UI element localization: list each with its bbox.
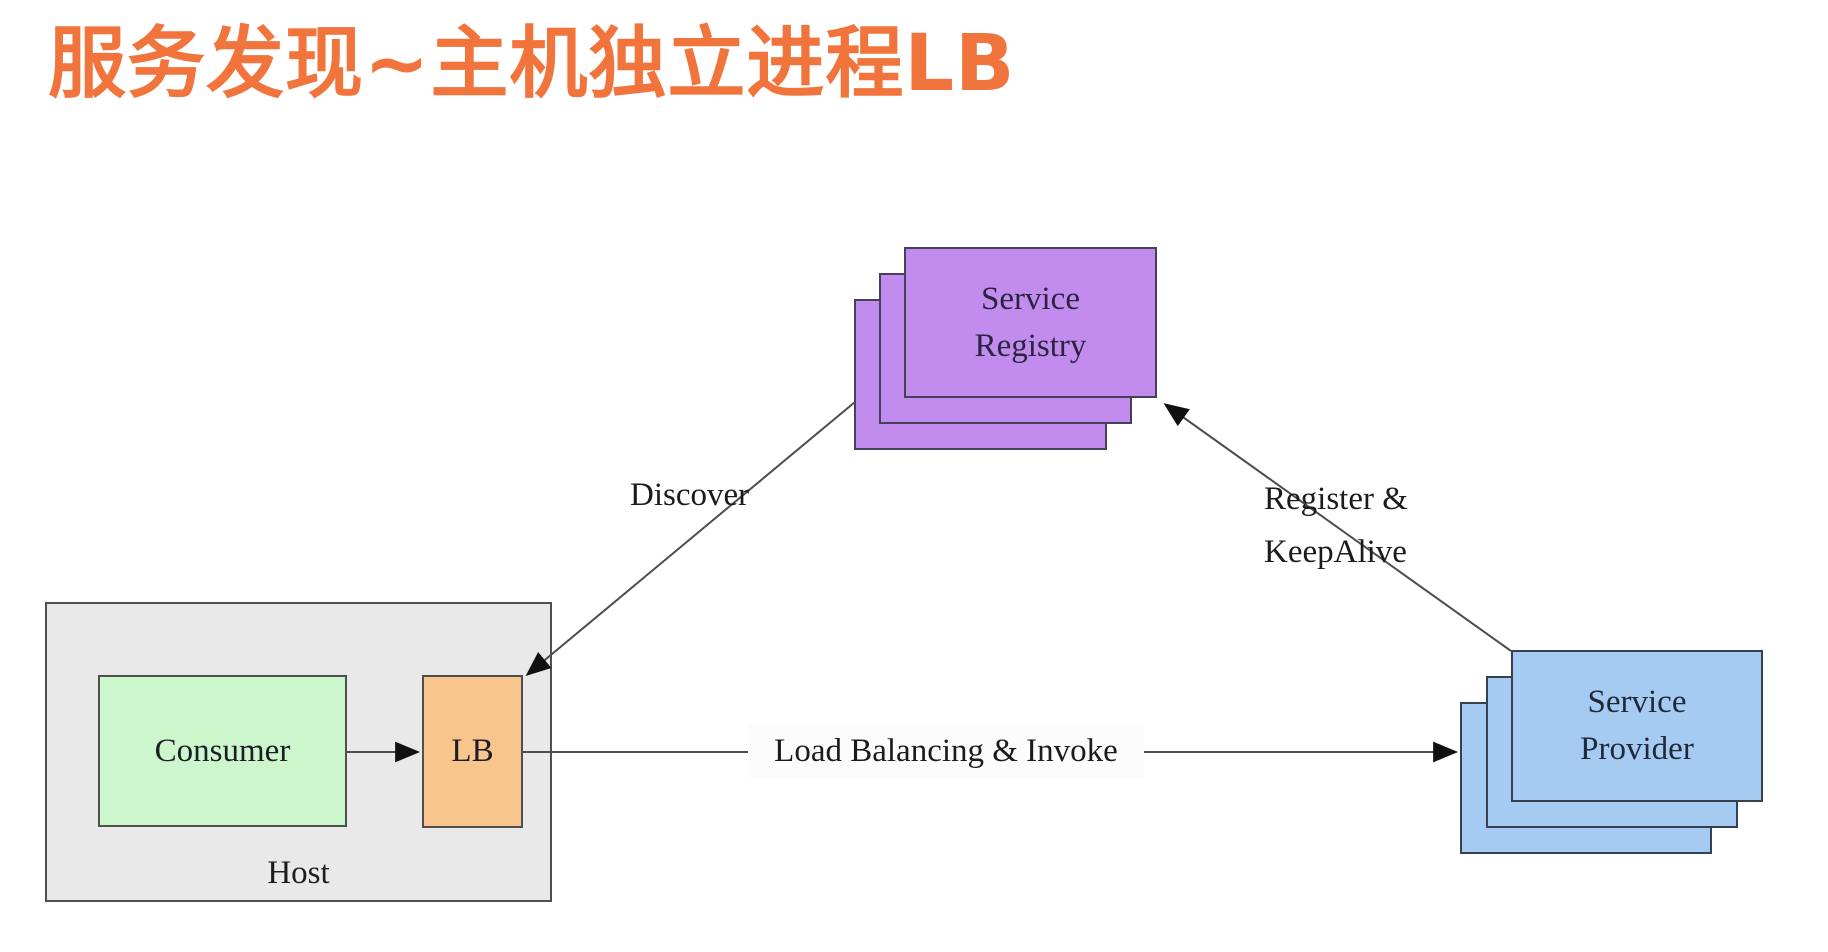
- lb-label: LB: [451, 733, 494, 769]
- consumer-label: Consumer: [154, 732, 291, 769]
- edge-discover: [525, 401, 856, 676]
- host-label: Host: [267, 855, 330, 891]
- service-provider-label: Service Provider: [1580, 679, 1694, 773]
- service-provider-card-front: Service Provider: [1511, 650, 1763, 802]
- service-provider-label-line2: Provider: [1580, 731, 1694, 767]
- service-provider-label-line1: Service: [1587, 684, 1687, 720]
- lb-box: LB: [422, 675, 523, 828]
- edge-label-discover: Discover: [630, 477, 750, 513]
- slide-title: 服务发现~主机独立进程LB: [48, 19, 1016, 109]
- edge-label-load-balancing-invoke: Load Balancing & Invoke: [748, 724, 1144, 778]
- edge-label-register-line1: Register &: [1264, 481, 1408, 517]
- edge-label-register-line2: KeepAlive: [1264, 534, 1407, 570]
- consumer-box: Consumer: [98, 675, 347, 827]
- service-registry-label-line2: Registry: [974, 327, 1087, 364]
- service-registry-label: Service Registry: [975, 276, 1087, 370]
- host-box: Consumer LB Host: [45, 602, 552, 902]
- service-registry-card-front: Service Registry: [904, 247, 1157, 398]
- edge-label-register-keepalive: Register & KeepAlive: [1264, 473, 1408, 579]
- service-registry-label-line1: Service: [981, 280, 1080, 317]
